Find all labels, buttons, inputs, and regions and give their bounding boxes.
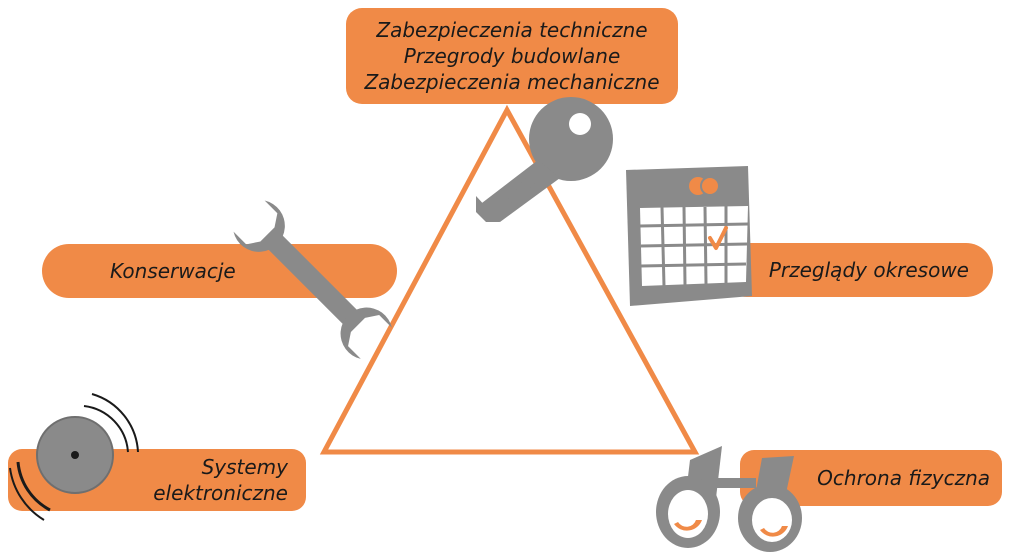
label-konserwacje: Konserwacje [42, 244, 397, 298]
top-box-line-3: Zabezpieczenia mechaniczne [364, 70, 660, 94]
top-box-line-1: Zabezpieczenia techniczne [376, 18, 648, 42]
speaker-icon [9, 393, 139, 521]
binoculars-icon [656, 446, 802, 552]
triangle-outline [319, 104, 700, 455]
label-systemy-line-2: elektroniczne [153, 481, 288, 505]
label-przeglady-okresowe: Przeglądy okresowe [720, 243, 993, 297]
label-przeglady-text: Przeglądy okresowe [768, 258, 969, 282]
wrench-icon [233, 200, 392, 359]
calendar-icon [626, 166, 752, 306]
top-box-line-2: Przegrody budowlane [403, 44, 621, 68]
label-ochrona-text: Ochrona fizyczna [817, 466, 990, 490]
label-systemy-line-1: Systemy [201, 455, 288, 479]
label-konserwacje-text: Konserwacje [110, 259, 236, 283]
top-box: Zabezpieczenia techniczne Przegrody budo… [346, 8, 678, 104]
key-icon [476, 97, 613, 222]
